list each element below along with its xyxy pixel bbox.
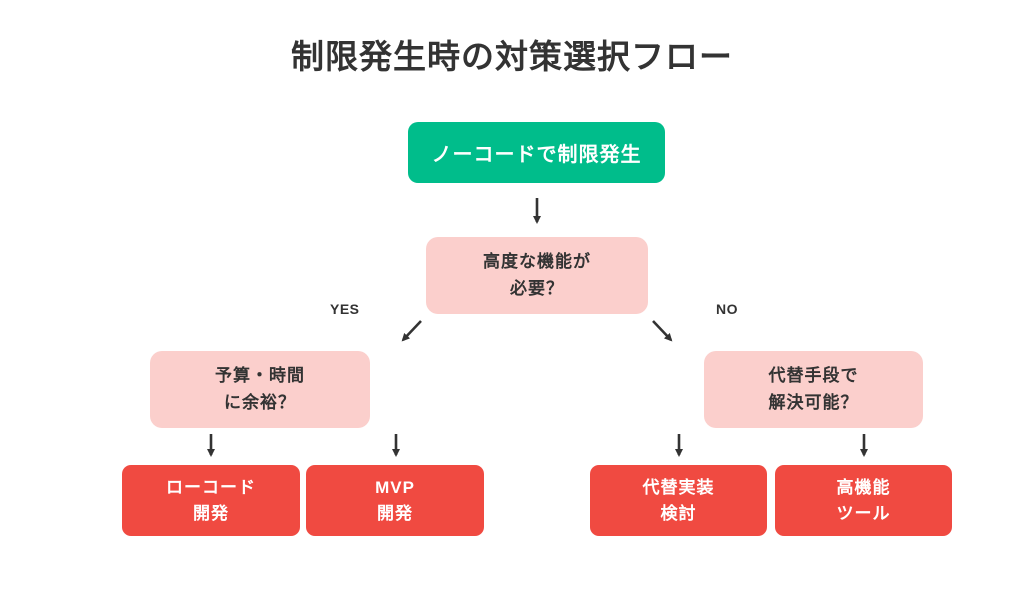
node-start-label: ノーコードで制限発生: [431, 144, 642, 166]
node-question-alternative-means: 代替手段で 解決可能？: [704, 351, 923, 428]
node-text-line: 検討: [660, 503, 697, 523]
node-text-line: MVP: [375, 478, 415, 497]
node-text-line: 開発: [377, 503, 413, 523]
node-result-alternative-implementation: 代替実装 検討: [590, 465, 767, 536]
node-text-line: 代替実装: [642, 478, 715, 497]
node-text-line: 必要？: [510, 278, 564, 298]
node-text-line: ローコード: [166, 478, 256, 497]
node-question-advanced-features: 高度な機能が 必要？: [426, 237, 648, 314]
page-title: 制限発生時の対策選択フロー: [291, 38, 733, 75]
node-start: ノーコードで制限発生: [408, 122, 665, 183]
node-text-line: 代替手段で: [768, 366, 859, 386]
node-text-line: 解決可能？: [768, 392, 859, 412]
node-question-budget-time: 予算・時間 に余裕？: [150, 351, 370, 428]
branch-label-yes: YES: [330, 301, 360, 317]
node-text-line: 予算・時間: [215, 366, 305, 386]
node-text-line: ツール: [836, 503, 891, 523]
node-result-lowcode-dev: ローコード 開発: [122, 465, 300, 536]
node-text-line: 高度な機能が: [483, 252, 591, 272]
arrow-no-diagonal: [652, 320, 673, 342]
arrow-yes-diagonal: [401, 320, 422, 342]
node-text-line: 高機能: [836, 478, 891, 497]
node-result-mvp-dev: MVP 開発: [306, 465, 484, 536]
node-result-highfeature-tool: 高機能 ツール: [775, 465, 952, 536]
node-text-line: 開発: [193, 503, 229, 523]
node-text-line: に余裕？: [224, 392, 296, 412]
branch-label-no: NO: [716, 301, 738, 317]
